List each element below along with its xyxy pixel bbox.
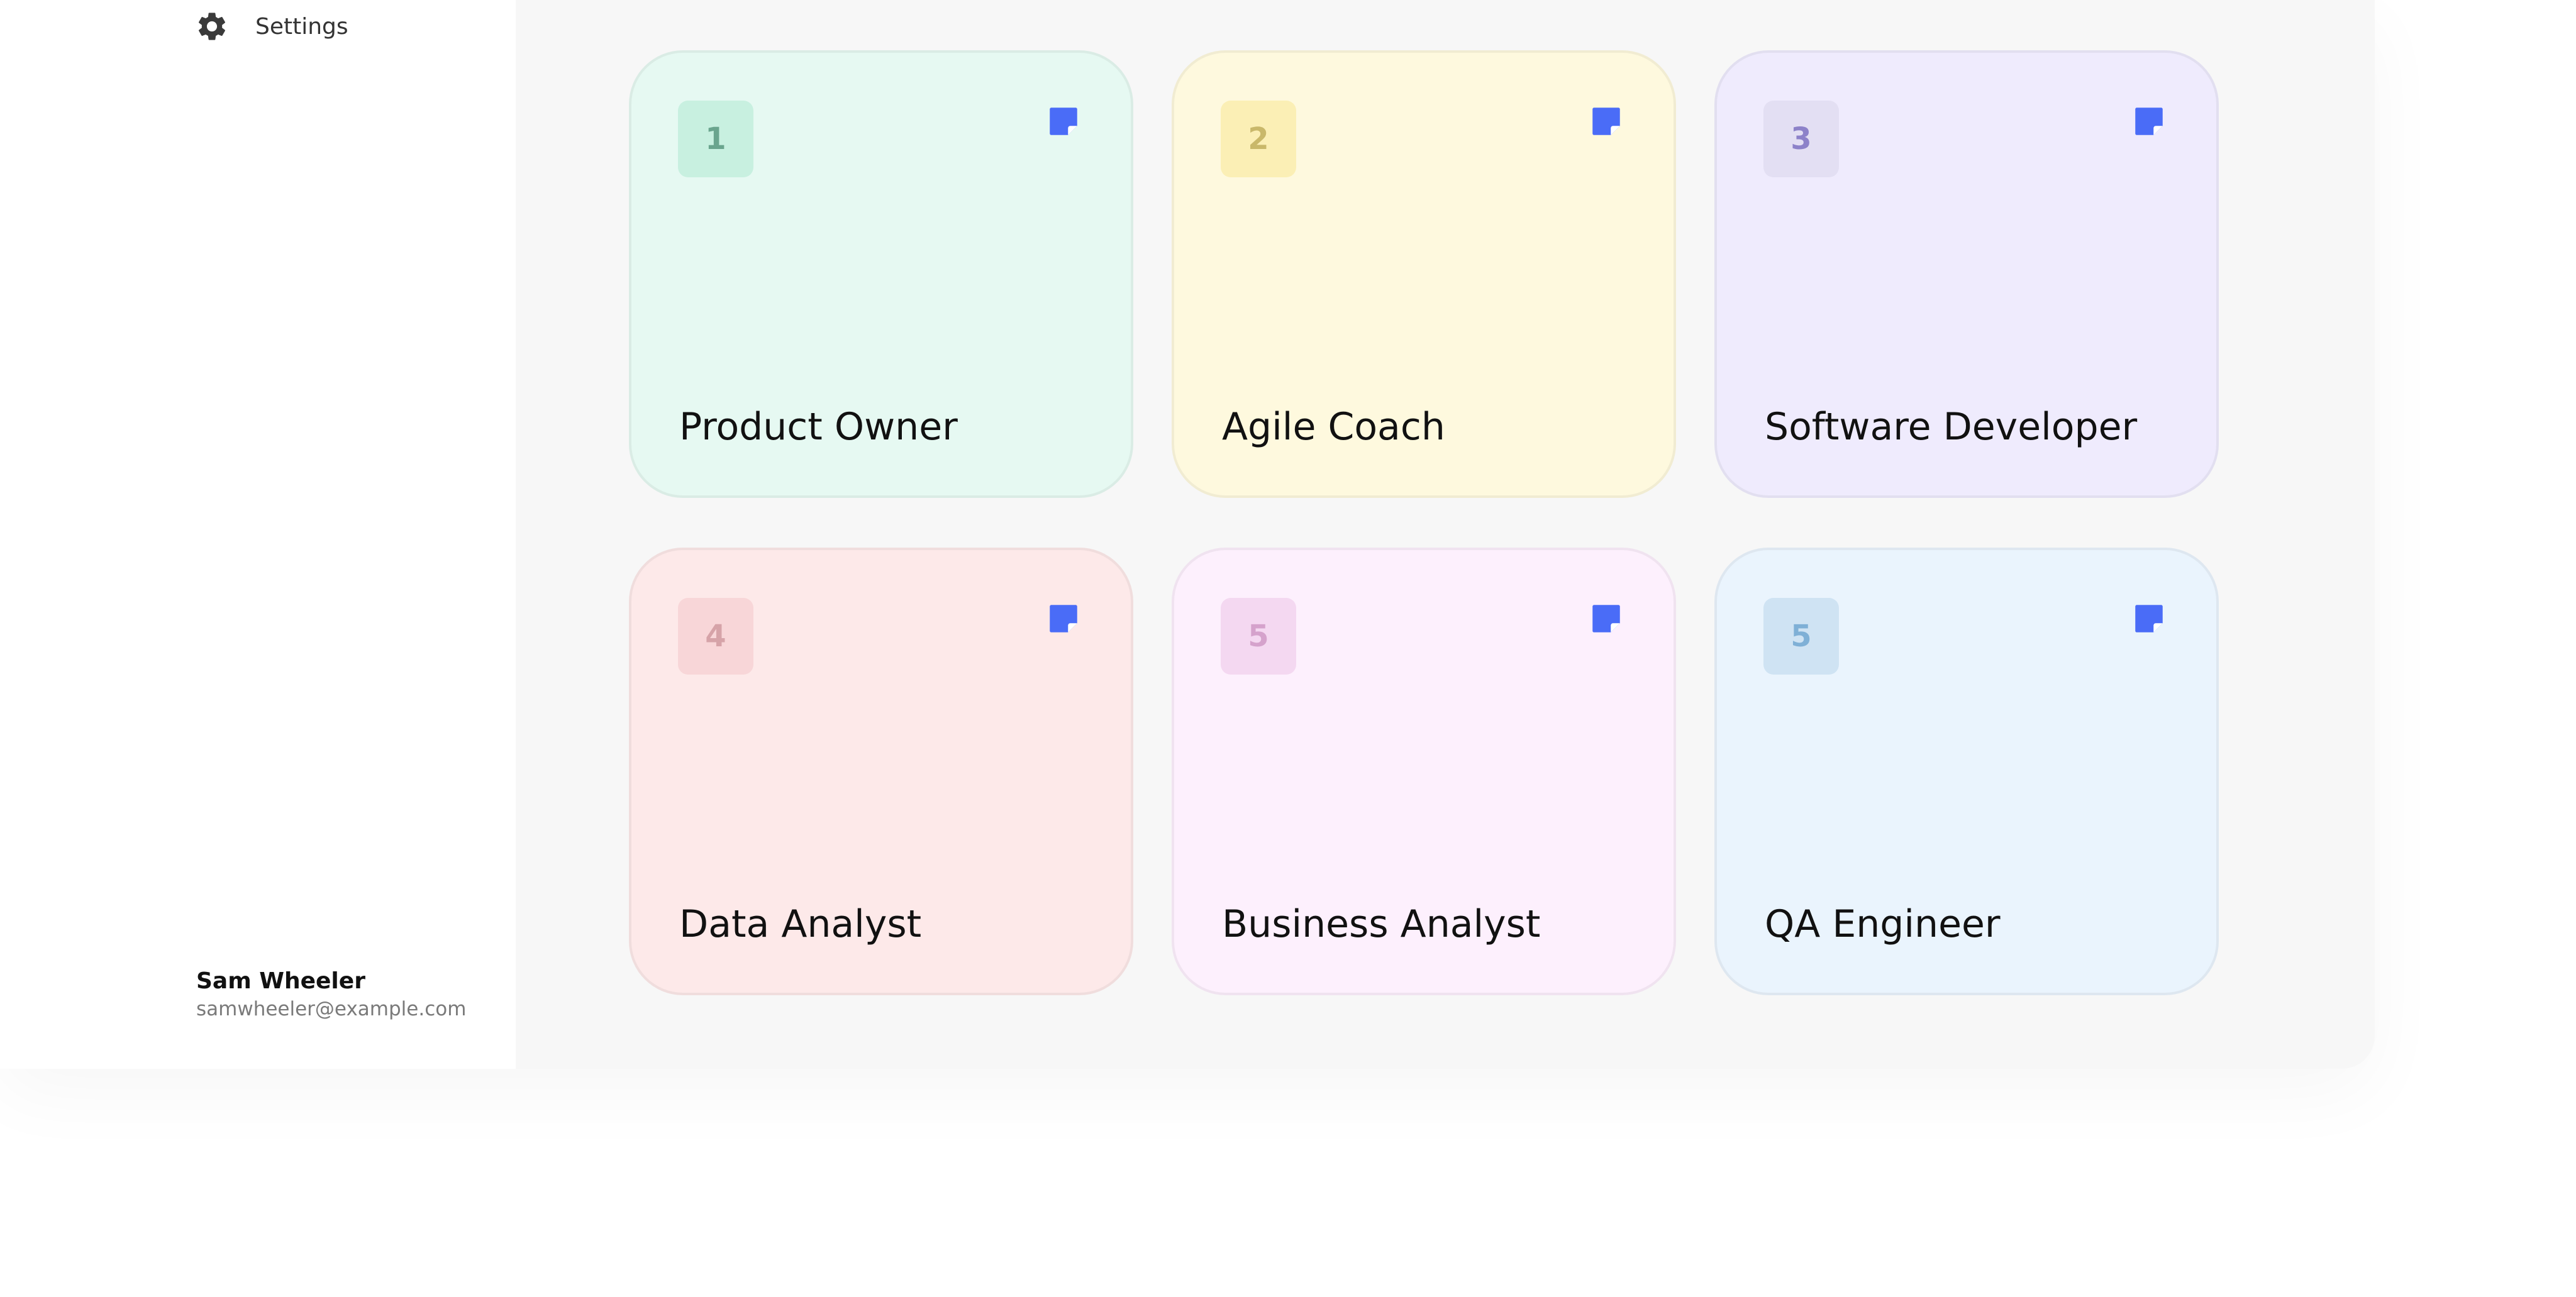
- user-name: Sam Wheeler: [196, 968, 365, 994]
- note-icon[interactable]: [1045, 600, 1082, 637]
- role-card-business-analyst[interactable]: 5 Business Analyst: [1172, 548, 1676, 995]
- card-number-badge: 1: [678, 101, 753, 177]
- note-icon[interactable]: [2131, 103, 2167, 140]
- note-icon[interactable]: [1588, 600, 1624, 637]
- role-card-qa-engineer[interactable]: 5 QA Engineer: [1714, 548, 2219, 995]
- note-icon[interactable]: [2131, 600, 2167, 637]
- gear-icon: [195, 9, 229, 43]
- card-number-badge: 5: [1763, 598, 1839, 675]
- role-card-software-developer[interactable]: 3 Software Developer: [1714, 50, 2219, 498]
- card-number-badge: 2: [1221, 101, 1296, 177]
- card-title: Business Analyst: [1222, 902, 1541, 946]
- card-title: Data Analyst: [679, 902, 922, 946]
- card-title: QA Engineer: [1765, 902, 2001, 946]
- card-title: Product Owner: [679, 405, 958, 449]
- card-title: Software Developer: [1765, 405, 2138, 449]
- user-email: samwheeler@example.com: [196, 998, 467, 1020]
- sidebar-item-settings[interactable]: Settings: [195, 6, 348, 47]
- app-window: Settings Sam Wheeler samwheeler@example.…: [0, 0, 2375, 1069]
- sidebar: Settings Sam Wheeler samwheeler@example.…: [0, 0, 516, 1069]
- user-profile[interactable]: Sam Wheeler samwheeler@example.com: [196, 967, 466, 1022]
- sidebar-item-label: Settings: [255, 13, 348, 40]
- role-card-product-owner[interactable]: 1 Product Owner: [629, 50, 1133, 498]
- card-number-badge: 4: [678, 598, 753, 675]
- role-card-agile-coach[interactable]: 2 Agile Coach: [1172, 50, 1676, 498]
- role-card-data-analyst[interactable]: 4 Data Analyst: [629, 548, 1133, 995]
- main-content: 1 Product Owner 2 Agile Coach 3 Software…: [516, 0, 2375, 1069]
- note-icon[interactable]: [1588, 103, 1624, 140]
- card-number-badge: 5: [1221, 598, 1296, 675]
- card-number-badge: 3: [1763, 101, 1839, 177]
- note-icon[interactable]: [1045, 103, 1082, 140]
- card-title: Agile Coach: [1222, 405, 1445, 449]
